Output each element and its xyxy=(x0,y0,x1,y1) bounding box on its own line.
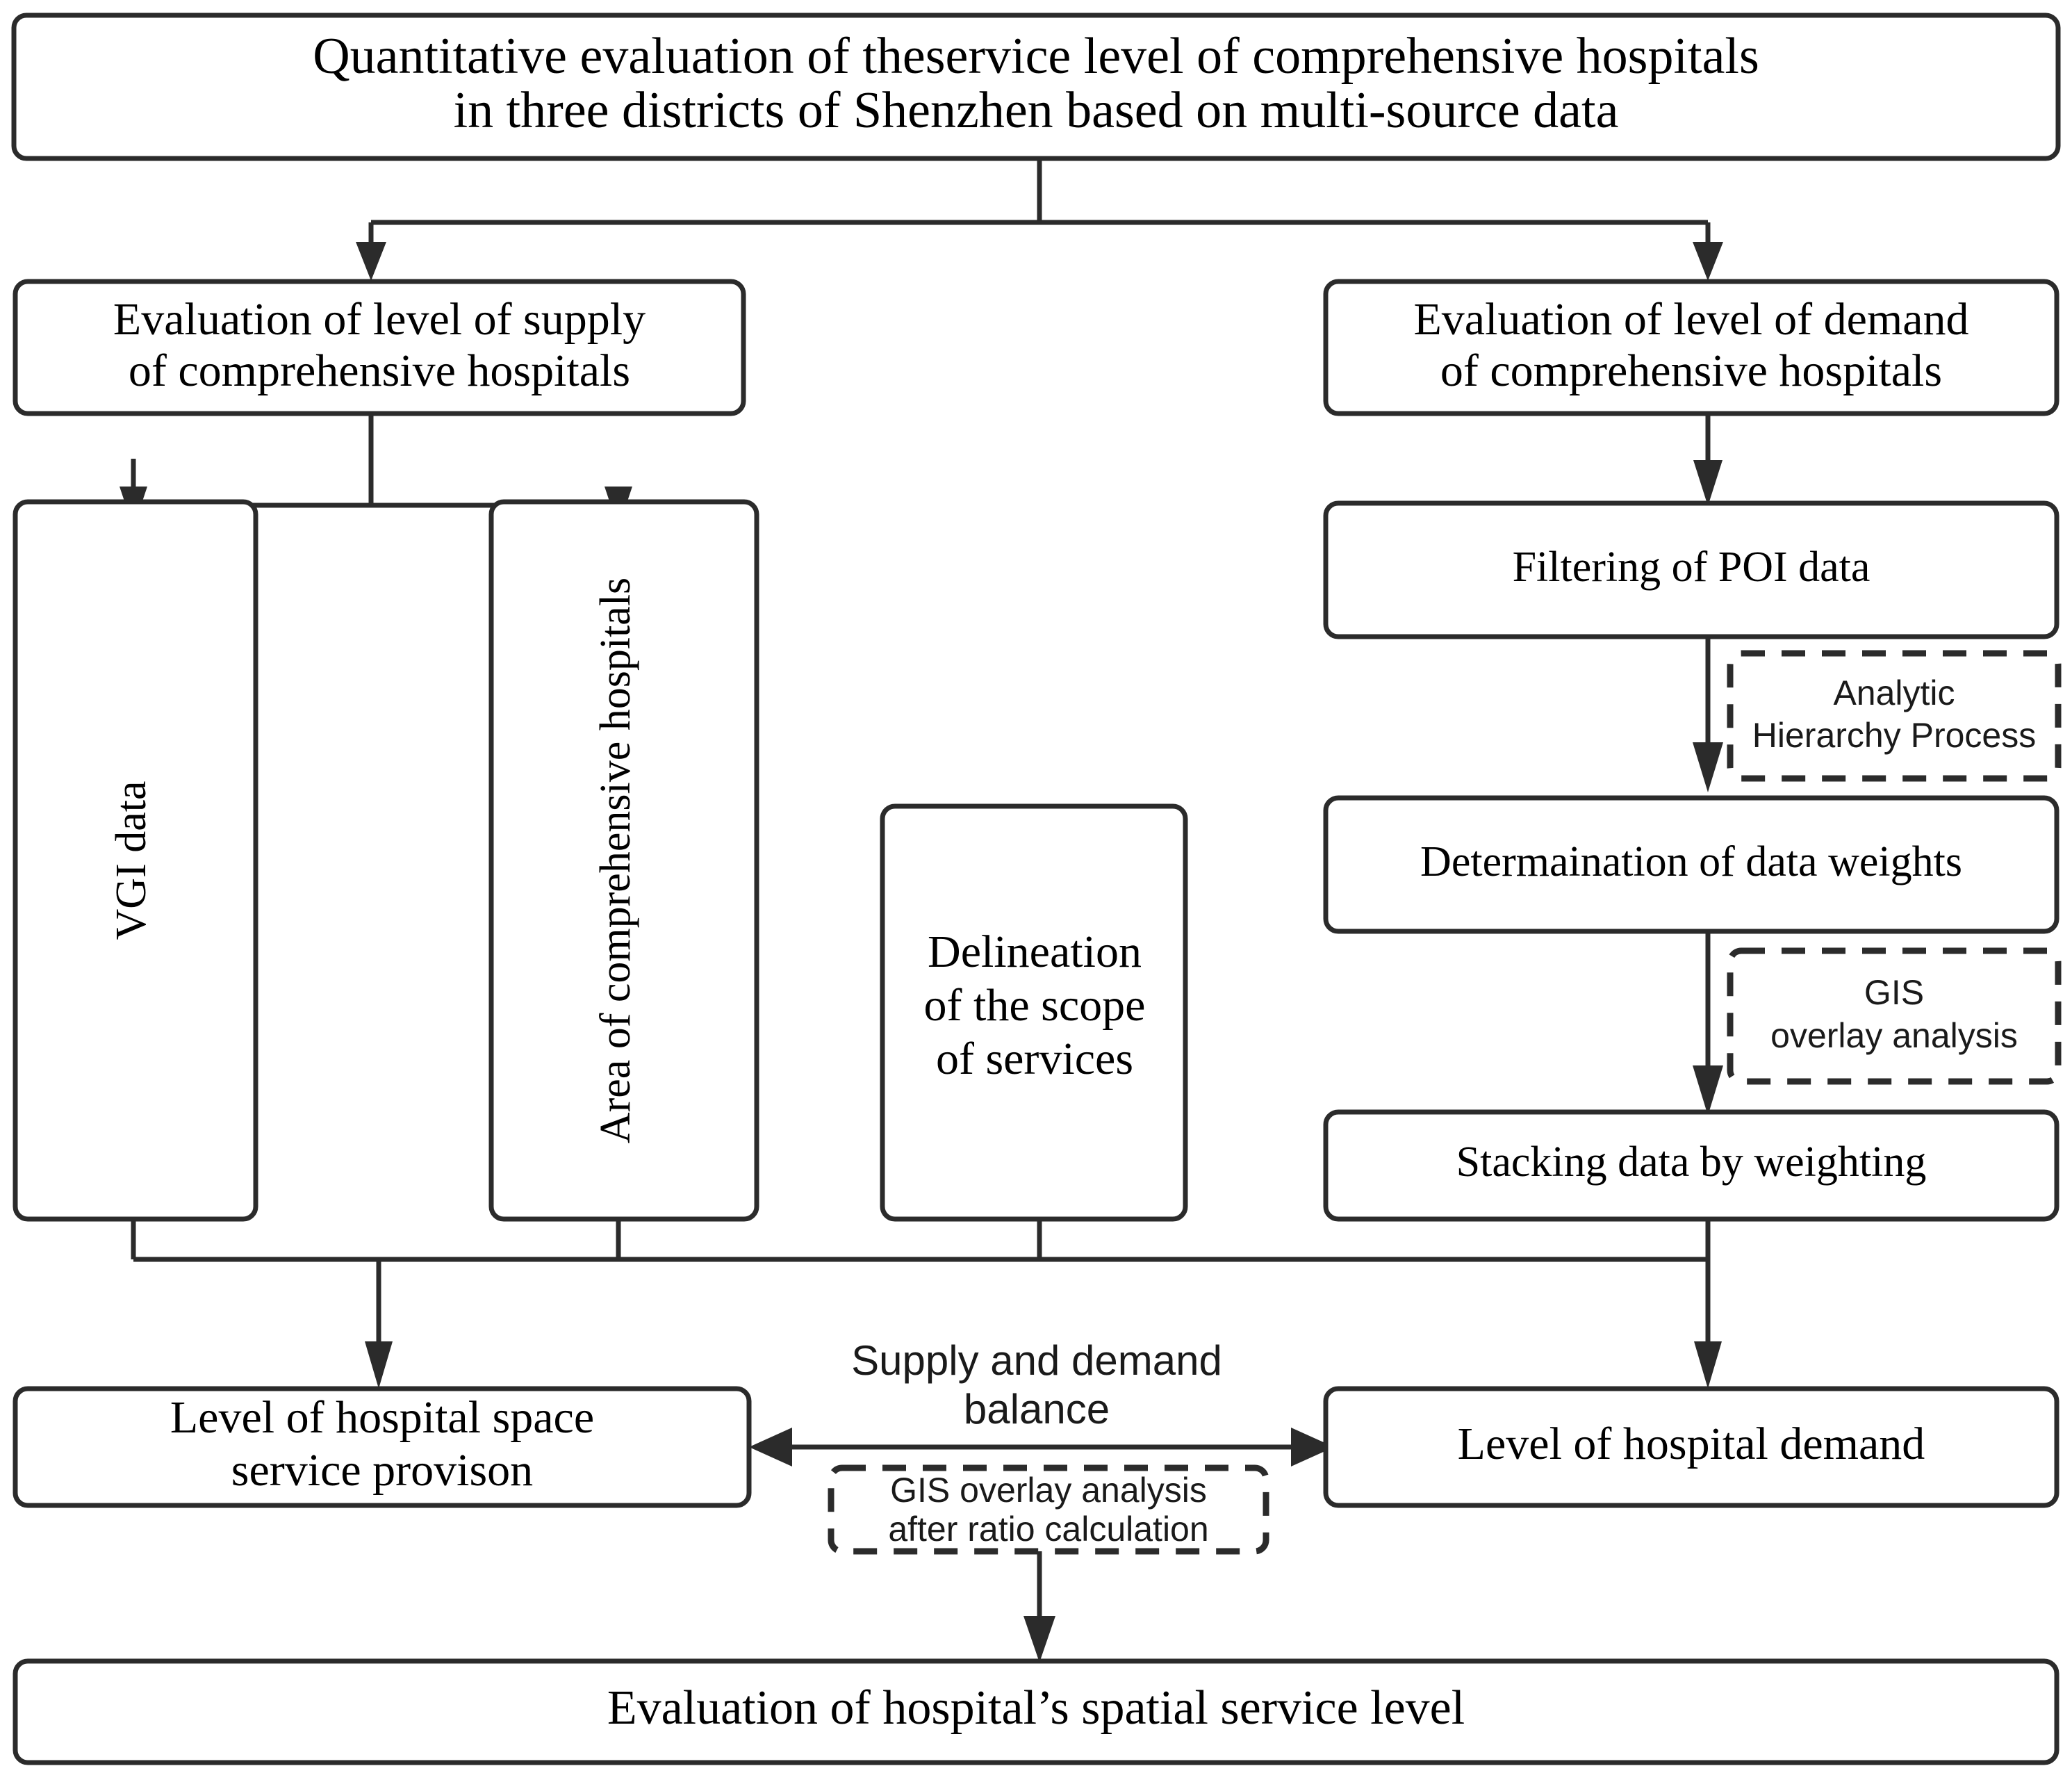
node-method-ratio-line1: GIS overlay analysis xyxy=(890,1471,1207,1510)
node-method-ahp-rect[interactable] xyxy=(1727,650,2062,782)
arrowhead-supply-result xyxy=(365,1341,393,1389)
node-vgi-data[interactable]: VGI data xyxy=(13,499,258,1222)
node-supply-header[interactable]: Evaluation of level of supply of compreh… xyxy=(13,279,746,416)
node-method-gis-overlay[interactable]: GIS overlay analysis xyxy=(1727,947,2062,1085)
node-method-ratio-overlay[interactable]: GIS overlay analysis after ratio calcula… xyxy=(828,1464,1269,1555)
node-supply-header-rect[interactable] xyxy=(13,279,746,416)
node-demand-result-rect[interactable] xyxy=(1323,1386,2059,1508)
node-vgi-data-rect[interactable] xyxy=(13,499,258,1222)
node-hospital-area-label: Area of comprehensive hospitals xyxy=(592,578,639,1143)
node-filter-poi-label: Filtering of POI data xyxy=(1513,544,1870,591)
node-scope-line1: Delineation xyxy=(928,926,1142,977)
node-supply-header-line2: of comprehensive hospitals xyxy=(129,345,630,396)
node-demand-header-line2: of comprehensive hospitals xyxy=(1440,345,1942,396)
arrowhead-final xyxy=(1023,1616,1055,1662)
node-stacking-weighting-label: Stacking data by weighting xyxy=(1456,1138,1927,1186)
node-demand-header[interactable]: Evaluation of level of demand of compreh… xyxy=(1323,279,2059,416)
node-supply-header-line1: Evaluation of level of supply xyxy=(113,294,646,345)
node-supply-result-line2: service provison xyxy=(231,1445,533,1496)
node-method-ratio-overlay-rect[interactable] xyxy=(828,1464,1269,1555)
node-final-evaluation[interactable]: Evaluation of hospital’s spatial service… xyxy=(13,1658,2059,1765)
node-demand-header-rect[interactable] xyxy=(1323,279,2059,416)
arrowhead-balance-right xyxy=(1291,1428,1334,1466)
node-scope-delineation-rect[interactable] xyxy=(880,803,1188,1222)
arrowhead-weights xyxy=(1693,742,1723,792)
node-method-ahp-line1: Analytic xyxy=(1833,673,1955,712)
node-data-weights-label: Determaination of data weights xyxy=(1420,838,1962,885)
label-supply-demand-balance: Supply and demand balance xyxy=(851,1337,1222,1432)
node-scope-line2: of the scope xyxy=(924,980,1146,1031)
node-stacking-weighting[interactable]: Stacking data by weighting xyxy=(1323,1109,2059,1222)
node-method-ahp[interactable]: Analytic Hierarchy Process xyxy=(1727,650,2062,782)
node-demand-result[interactable]: Level of hospital demand xyxy=(1323,1386,2059,1508)
arrowhead-demand xyxy=(1693,242,1723,281)
node-root-title-line2: in three districts of Shenzhen based on … xyxy=(454,82,1619,139)
arrowhead-balance-left xyxy=(749,1428,792,1466)
node-scope-line3: of services xyxy=(936,1033,1133,1084)
arrowhead-supply xyxy=(356,242,386,281)
node-method-gis-line2: overlay analysis xyxy=(1770,1016,2018,1055)
node-hospital-area[interactable]: Area of comprehensive hospitals xyxy=(488,499,759,1222)
node-filter-poi-rect[interactable] xyxy=(1323,500,2059,639)
node-supply-result-line1: Level of hospital space xyxy=(170,1392,594,1443)
node-method-ratio-line2: after ratio calculation xyxy=(888,1510,1208,1549)
node-final-evaluation-label: Evaluation of hospital’s spatial service… xyxy=(607,1681,1465,1735)
node-root-title-line1: Quantitative evaluation of theservice le… xyxy=(313,28,1759,85)
node-method-gis-line1: GIS xyxy=(1864,973,1924,1012)
node-root-title[interactable]: Quantitative evaluation of theservice le… xyxy=(11,13,2061,161)
node-final-evaluation-rect[interactable] xyxy=(13,1658,2059,1765)
node-supply-result[interactable]: Level of hospital space service provison xyxy=(13,1386,752,1508)
label-balance-line2: balance xyxy=(964,1386,1110,1432)
arrowhead-demand-result xyxy=(1694,1341,1722,1389)
node-filter-poi[interactable]: Filtering of POI data xyxy=(1323,500,2059,639)
node-data-weights-rect[interactable] xyxy=(1323,795,2059,934)
node-scope-delineation[interactable]: Delineation of the scope of services xyxy=(880,803,1188,1222)
node-vgi-data-label: VGI data xyxy=(108,781,155,940)
node-demand-header-line1: Evaluation of level of demand xyxy=(1413,294,1968,345)
label-balance-line1: Supply and demand xyxy=(851,1337,1222,1384)
node-hospital-area-rect[interactable] xyxy=(488,499,759,1222)
node-root-title-rect[interactable] xyxy=(11,13,2061,161)
node-supply-result-rect[interactable] xyxy=(13,1386,752,1508)
node-data-weights[interactable]: Determaination of data weights xyxy=(1323,795,2059,934)
node-demand-result-label: Level of hospital demand xyxy=(1458,1419,1925,1469)
node-method-ahp-line2: Hierarchy Process xyxy=(1752,716,2036,755)
node-method-gis-overlay-rect[interactable] xyxy=(1727,947,2062,1085)
arrowhead-stacking xyxy=(1693,1065,1723,1116)
arrowhead-poi xyxy=(1693,460,1722,506)
node-stacking-weighting-rect[interactable] xyxy=(1323,1109,2059,1222)
